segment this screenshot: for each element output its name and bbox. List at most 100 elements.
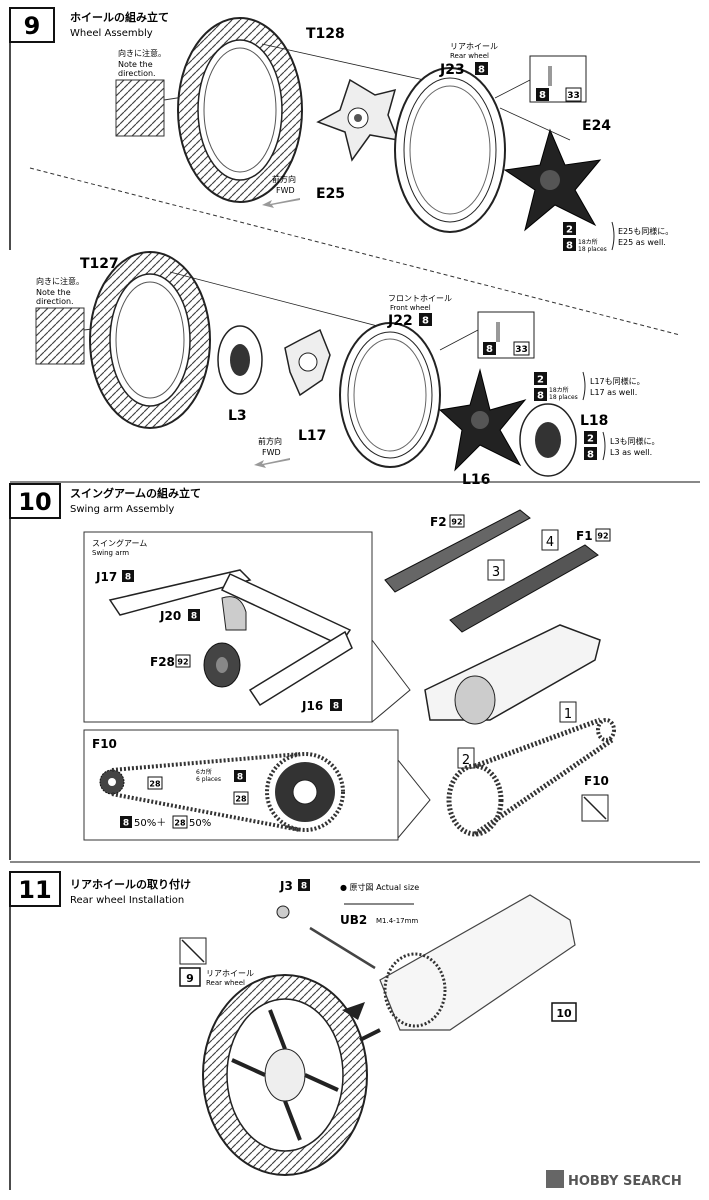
svg-text:Swing arm: Swing arm (92, 549, 129, 557)
svg-text:E25 as well.: E25 as well. (618, 238, 666, 247)
step-title-en: Rear wheel Installation (70, 895, 184, 906)
svg-text:18カ所: 18カ所 (578, 238, 598, 246)
svg-text:リアホイール: リアホイール (206, 969, 254, 978)
cut-icon (581, 794, 609, 822)
svg-text:direction.: direction. (36, 297, 74, 306)
svg-text:L17 as well.: L17 as well. (590, 388, 637, 397)
part-f10-label: F10 (584, 774, 609, 788)
svg-text:8: 8 (125, 573, 131, 583)
svg-text:2: 2 (537, 375, 544, 386)
svg-text:Note the: Note the (36, 288, 71, 297)
svg-text:8: 8 (301, 882, 307, 892)
direction-note-front: 向きに注意。 Note the direction. (35, 276, 101, 365)
svg-text:9: 9 (186, 972, 194, 985)
hub-l17 (284, 328, 331, 397)
seq-4-box: 4 (541, 529, 559, 551)
part-f2-label: F2 (430, 515, 447, 529)
cut-icon (179, 937, 207, 965)
svg-text:8: 8 (333, 702, 339, 712)
svg-text:8: 8 (123, 819, 129, 829)
hub-l16 (438, 368, 527, 472)
seq-1-box: 1 (559, 701, 577, 723)
inset-chain (111, 752, 301, 832)
part-j22-label: J22 (387, 313, 413, 329)
svg-text:FWD: FWD (262, 448, 281, 457)
svg-text:28: 28 (174, 819, 186, 828)
svg-text:8: 8 (486, 344, 493, 355)
part-j23-label: J23 (439, 62, 465, 78)
svg-text:direction.: direction. (118, 69, 156, 78)
ref-step-10 (551, 1002, 577, 1022)
chain-guard-f2 (384, 509, 531, 593)
svg-text:8: 8 (478, 65, 485, 76)
part-t128-label: T128 (306, 26, 345, 42)
valve-detail-rear: 8 33 (494, 55, 587, 103)
front-wheel-ja: フロントホイール (388, 294, 452, 303)
note-l3-same: L3も同様に。 (610, 436, 660, 446)
fwd-arrow-icon (262, 198, 300, 208)
axle-screw (309, 926, 376, 970)
svg-text:2: 2 (566, 225, 573, 236)
step-number: 10 (18, 488, 51, 516)
svg-text:8: 8 (191, 612, 197, 622)
step-title-en: Wheel Assembly (70, 28, 153, 39)
fwd-arrow-icon (254, 458, 290, 468)
svg-text:2: 2 (462, 753, 470, 768)
part-f28 (203, 642, 241, 688)
part-j20 (221, 596, 247, 631)
color-badge (584, 431, 597, 444)
part-j20-label: J20 (159, 609, 181, 623)
step-title-en: Swing arm Assembly (70, 504, 174, 515)
svg-text:HOBBY SEARCH: HOBBY SEARCH (568, 1174, 682, 1189)
color-badge (563, 222, 576, 235)
color-badge (534, 388, 547, 401)
part-j3-label: J3 (279, 879, 293, 893)
arrow-icon (342, 1002, 365, 1020)
watermark: HOBBY SEARCH (546, 1170, 682, 1189)
svg-text:2: 2 (587, 434, 594, 445)
insert-arrow-icon (359, 1028, 381, 1042)
step-9-section: 9 ホイールの組み立て Wheel Assembly 向きに注意。 Note t… (9, 7, 681, 488)
part-l3-label: L3 (228, 408, 247, 424)
svg-text:92: 92 (597, 532, 608, 541)
part-l18-label: L18 (580, 413, 608, 429)
svg-text:4: 4 (546, 535, 554, 550)
step-number: 9 (24, 12, 41, 40)
rear-wheel-en: Rear wheel (450, 52, 489, 60)
color-badge (475, 62, 488, 75)
svg-text:前方向: 前方向 (258, 436, 282, 446)
valve-detail-front: 8 33 (439, 311, 535, 359)
svg-text:8: 8 (587, 450, 594, 461)
svg-text:Rear wheel: Rear wheel (206, 979, 245, 987)
svg-text:10: 10 (556, 1007, 572, 1020)
direction-note-rear: 向きに注意。 Note the direction. (115, 48, 191, 137)
large-sprocket (265, 752, 345, 832)
part-e24-label: E24 (582, 118, 611, 134)
svg-text:33: 33 (567, 91, 580, 101)
part-j16-label: J16 (301, 699, 323, 713)
seq-3-box: 3 (487, 559, 505, 581)
part-e25-label: E25 (316, 186, 345, 202)
svg-text:F10: F10 (92, 737, 117, 751)
step-number-box (9, 483, 61, 519)
rear-rim-j23 (394, 67, 506, 233)
svg-text:Note the: Note the (118, 60, 153, 69)
svg-text:向きに注意。: 向きに注意。 (36, 276, 84, 286)
swing-arm-j16 (248, 630, 353, 707)
color-badge (419, 313, 432, 326)
svg-text:3: 3 (492, 565, 500, 580)
mix-ratio: 8 50%＋ 28 50% (120, 815, 211, 829)
note-e25-same: E25も同様に。 (618, 226, 673, 236)
seq-2-box: 2 (457, 747, 475, 769)
svg-text:33: 33 (515, 345, 528, 355)
part-f1-label: F1 (576, 529, 593, 543)
chain-guard-f1 (449, 544, 599, 633)
hub-e24 (503, 128, 602, 232)
svg-text:向きに注意。: 向きに注意。 (118, 48, 166, 58)
actual-size-label: ● 原寸図 Actual size (340, 882, 419, 892)
ref-step-9 (179, 967, 201, 987)
brake-disc-l18 (519, 403, 577, 477)
part-j3 (276, 905, 290, 919)
front-tire-t127 (89, 251, 211, 429)
svg-text:50%＋: 50%＋ (134, 818, 166, 829)
